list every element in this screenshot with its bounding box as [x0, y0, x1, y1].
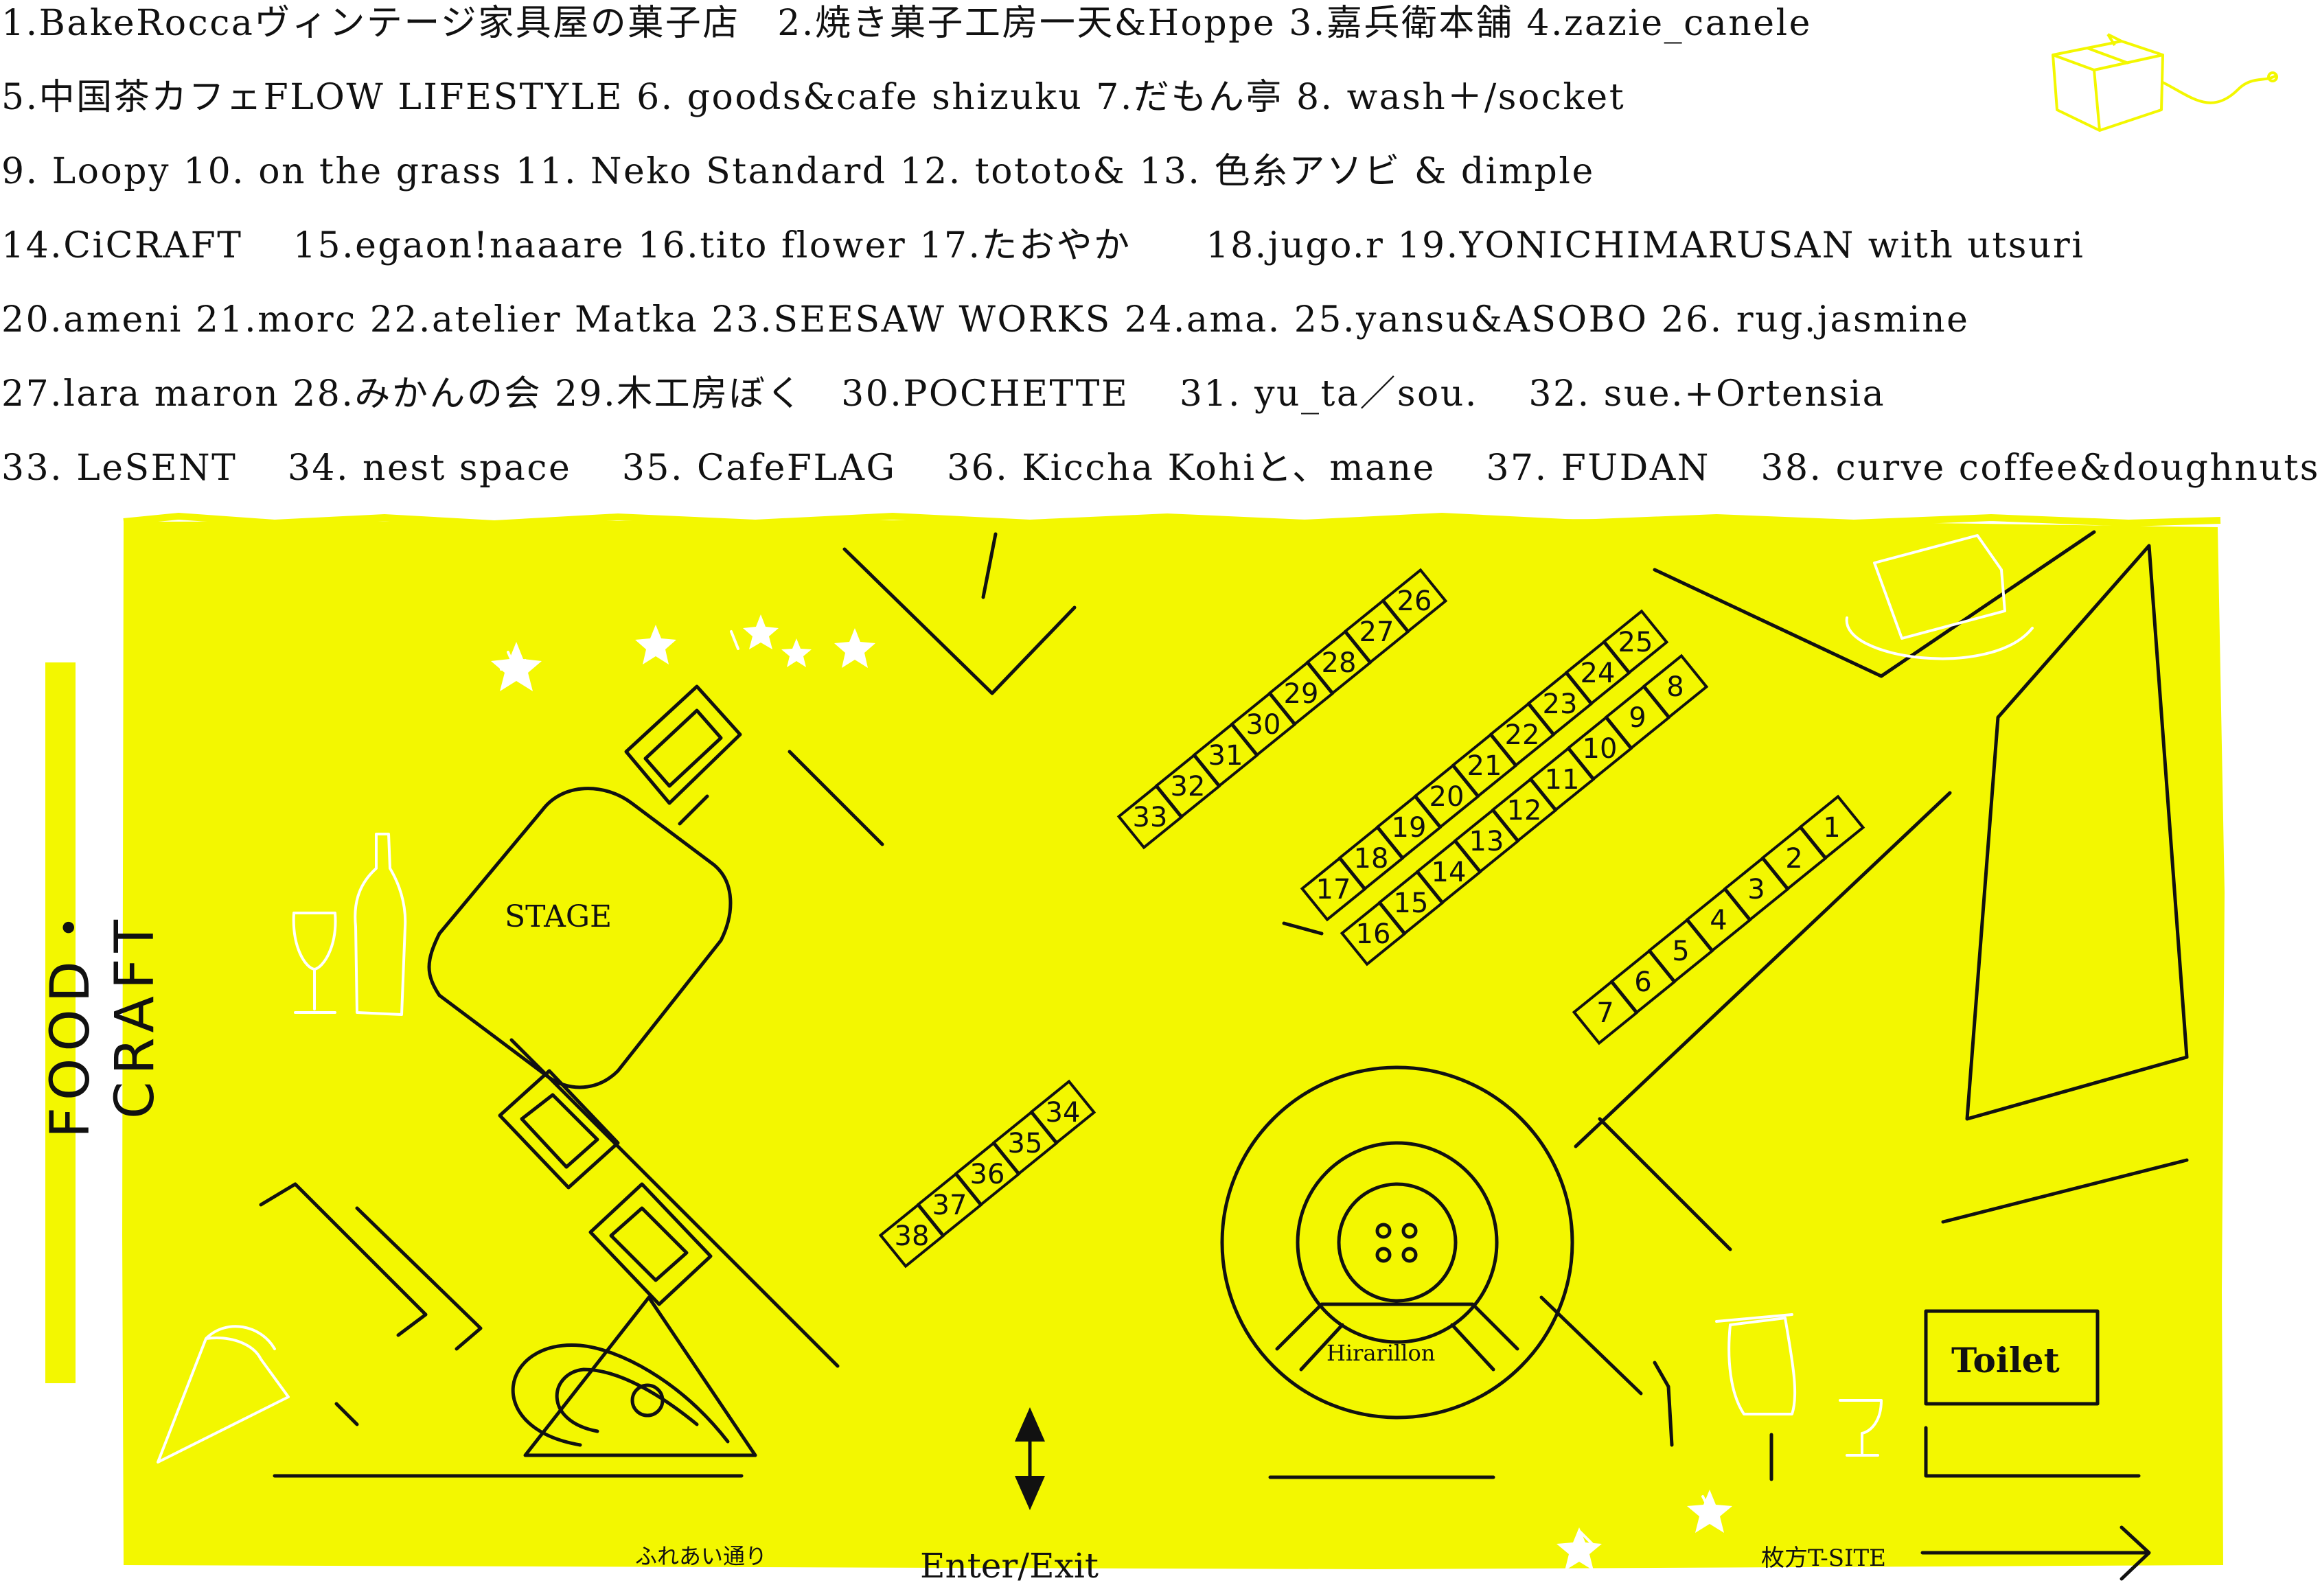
star-shapes — [491, 614, 1732, 1571]
booth-7: 7 — [1572, 980, 1639, 1045]
booth-12: 12 — [1491, 777, 1558, 843]
svg-text:4: 4 — [1710, 905, 1727, 936]
wine-bottle-icon — [354, 833, 407, 1016]
jug-icon — [1715, 1313, 1797, 1415]
booth-32: 32 — [1154, 753, 1221, 819]
svg-text:34: 34 — [1046, 1097, 1081, 1129]
cheese-icon — [1845, 534, 2034, 660]
toilet-box — [1924, 1309, 2100, 1406]
legend-line-2: 5.中国茶カフェFLOW LIFESTYLE 6. goods&cafe shi… — [1, 77, 1626, 118]
svg-text:5: 5 — [1672, 936, 1689, 967]
svg-text:20: 20 — [1429, 781, 1465, 813]
svg-text:17: 17 — [1316, 874, 1351, 905]
booth-19: 19 — [1375, 794, 1443, 860]
enter-arrow-icon — [1015, 1407, 1045, 1510]
svg-text:38: 38 — [895, 1221, 930, 1252]
svg-text:2: 2 — [1785, 843, 1802, 875]
svg-text:35: 35 — [1008, 1128, 1043, 1159]
booth-17: 17 — [1300, 856, 1367, 922]
svg-text:31: 31 — [1208, 740, 1243, 772]
map-background — [122, 519, 2225, 1569]
svg-text:21: 21 — [1467, 750, 1502, 782]
svg-text:37: 37 — [932, 1190, 967, 1221]
walls — [259, 530, 2189, 1581]
svg-text:6: 6 — [1634, 967, 1651, 998]
pie-icon — [157, 1325, 290, 1464]
legend-line-5: 20.ameni 21.morc 22.atelier Matka 23.SEE… — [1, 299, 1970, 340]
legend-line-3: 9. Loopy 10. on the grass 11. Neko Stand… — [1, 151, 1595, 192]
svg-text:26: 26 — [1397, 586, 1432, 617]
booth-20: 20 — [1413, 763, 1480, 829]
enter-exit-label: Enter/Exit — [920, 1546, 1099, 1586]
svg-text:13: 13 — [1469, 826, 1504, 857]
booth-10: 10 — [1566, 715, 1633, 781]
hirarillon-outer — [1220, 1065, 1574, 1420]
svg-text:9: 9 — [1629, 702, 1646, 734]
svg-text:19: 19 — [1392, 812, 1427, 844]
svg-text:25: 25 — [1618, 627, 1653, 658]
svg-text:24: 24 — [1581, 658, 1616, 689]
svg-text:23: 23 — [1543, 689, 1578, 720]
svg-text:33: 33 — [1133, 802, 1168, 833]
booth-38: 38 — [878, 1203, 945, 1269]
toilet-label: Toilet — [1951, 1340, 2060, 1380]
gift-box-icon — [2052, 33, 2278, 132]
booth-legend: 1.BakeRoccaヴィンテージ家具屋の菓子店 2.焼き菓子工房一天&Hopp… — [0, 0, 2318, 522]
tsite-label: 枚方T-SITE — [1761, 1545, 1887, 1572]
food-craft-label: FOOD・CRAFT — [40, 894, 166, 1138]
booth-27: 27 — [1343, 599, 1410, 664]
svg-text:36: 36 — [970, 1159, 1005, 1190]
svg-text:28: 28 — [1322, 647, 1357, 679]
svg-text:15: 15 — [1394, 888, 1429, 919]
booth-25: 25 — [1602, 609, 1669, 675]
booth-33: 33 — [1116, 784, 1184, 850]
svg-text:11: 11 — [1545, 764, 1580, 796]
svg-text:32: 32 — [1171, 771, 1206, 802]
svg-text:3: 3 — [1747, 874, 1765, 905]
svg-text:8: 8 — [1666, 671, 1684, 703]
legend-line-6: 27.lara maron 28.みかんの会 29.木工房ぼく 30.POCHE… — [1, 373, 1886, 415]
booth-23: 23 — [1526, 671, 1594, 737]
svg-text:30: 30 — [1246, 709, 1281, 741]
legend-line-4: 14.CiCRAFT 15.egaon!naaare 16.tito flowe… — [1, 225, 2085, 266]
svg-text:12: 12 — [1507, 795, 1542, 826]
legend-line-7: 33. LeSENT 34. nest space 35. CafeFLAG 3… — [1, 448, 2320, 489]
svg-text:27: 27 — [1359, 616, 1394, 648]
svg-text:10: 10 — [1583, 733, 1618, 765]
booth-24: 24 — [1564, 640, 1631, 706]
svg-text:22: 22 — [1505, 719, 1540, 751]
wine-glass-icon — [292, 912, 337, 1014]
svg-text:1: 1 — [1823, 812, 1840, 844]
stage-label: STAGE — [505, 899, 612, 934]
cup-icon — [1839, 1399, 1883, 1457]
booth-13: 13 — [1453, 808, 1520, 874]
svg-text:16: 16 — [1356, 918, 1391, 950]
booth-16: 16 — [1340, 901, 1407, 967]
svg-text:7: 7 — [1596, 997, 1613, 1029]
stage-outline — [427, 787, 733, 1089]
side-bar — [45, 662, 76, 1383]
hirarillon-label: Hirarillon — [1326, 1340, 1436, 1366]
legend-line-1: 1.BakeRoccaヴィンテージ家具屋の菓子店 2.焼き菓子工房一天&Hopp… — [1, 3, 1812, 44]
svg-text:29: 29 — [1284, 678, 1319, 710]
street-label: ふれあい通り — [635, 1543, 768, 1569]
booth-36: 36 — [954, 1141, 1021, 1207]
svg-text:14: 14 — [1432, 857, 1467, 888]
svg-text:18: 18 — [1354, 843, 1389, 875]
